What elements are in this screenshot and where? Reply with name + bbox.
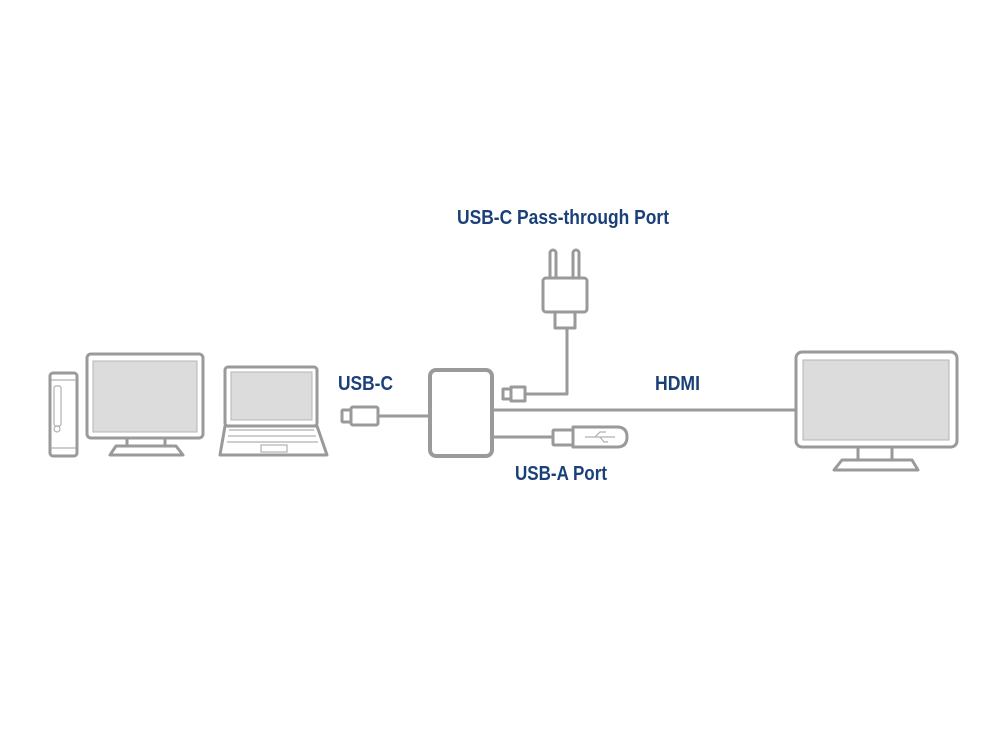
label-hdmi: HDMI <box>655 373 700 395</box>
label-usb-a-port: USB-A Port <box>515 463 607 485</box>
label-usb-c: USB-C <box>338 373 393 395</box>
usb-flash-drive-icon <box>551 425 629 449</box>
display-monitor-icon <box>794 350 959 472</box>
label-usb-c-pass-through: USB-C Pass-through Port <box>457 207 669 229</box>
desktop-tower-icon <box>48 371 79 458</box>
hub-icon <box>428 368 494 458</box>
power-adapter-icon <box>501 248 589 403</box>
laptop-icon <box>218 365 329 457</box>
usb-c-plug-icon <box>340 405 380 427</box>
desktop-monitor-icon <box>85 352 205 457</box>
